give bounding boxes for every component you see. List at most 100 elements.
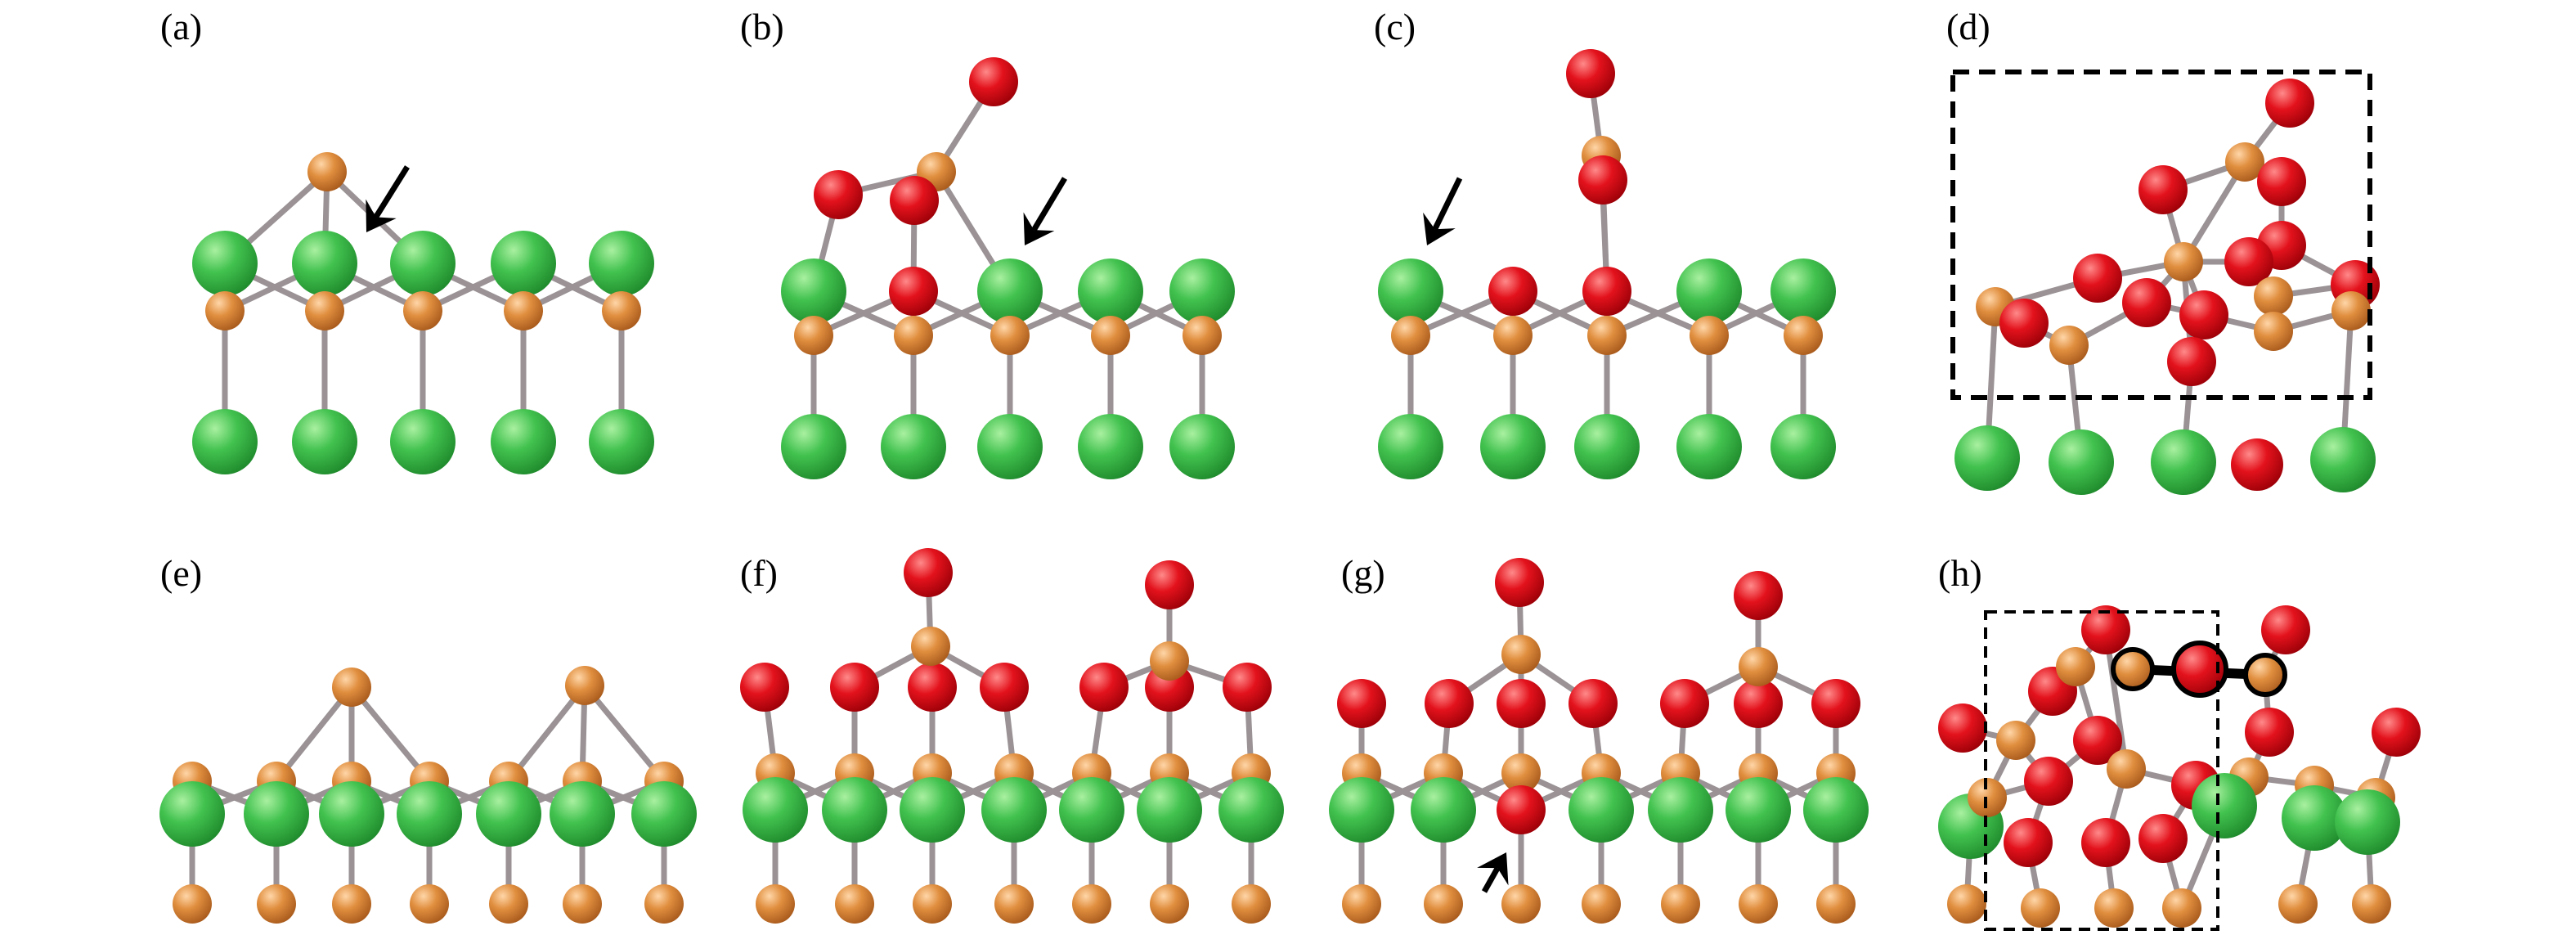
highlighted-atom (2243, 653, 2287, 697)
orange-atom (1150, 641, 1189, 681)
green-atom (1648, 777, 1713, 843)
panel-e-structure (159, 666, 697, 924)
orange-atom (1661, 884, 1700, 924)
orange-atom (2021, 888, 2060, 928)
red-atom (2024, 757, 2073, 806)
orange-atom (994, 884, 1034, 924)
bond-layer (761, 569, 1254, 907)
orange-atom (2278, 884, 2318, 924)
orange-atom (2254, 312, 2293, 351)
orange-atom (990, 316, 1030, 355)
green-atom (1480, 414, 1546, 479)
orange-atom (305, 291, 344, 330)
orange-atom (2107, 749, 2146, 789)
orange-atom (1582, 884, 1621, 924)
red-atom (1079, 663, 1129, 712)
red-atom (2245, 708, 2294, 757)
green-atom (631, 781, 697, 847)
orange-atom (1996, 721, 2035, 760)
green-atom (1378, 258, 1443, 324)
panel-label-c: (c) (1374, 6, 1416, 47)
arrow-shaft (373, 165, 410, 219)
orange-atom (894, 316, 933, 355)
red-atom (1223, 663, 1272, 712)
orange-atom (1587, 316, 1627, 355)
bond (581, 682, 667, 784)
bond-layer (1984, 100, 2358, 465)
red-atom (1566, 49, 1615, 98)
orange-atom (2162, 888, 2201, 928)
green-atom (981, 777, 1047, 843)
orange-atom (911, 627, 950, 666)
bond-layer (1358, 579, 1839, 907)
red-atom (2372, 708, 2421, 757)
green-atom (1137, 777, 1202, 843)
green-atom (192, 409, 258, 474)
red-atom (2138, 165, 2188, 214)
green-atom (900, 777, 965, 843)
orange-atom (1947, 884, 1986, 924)
red-atom (2081, 818, 2130, 867)
orange-atom (1342, 884, 1381, 924)
arrow-head-icon (1423, 212, 1456, 245)
bond (505, 682, 588, 784)
bond-layer (1407, 70, 1806, 450)
green-atom (743, 777, 808, 843)
red-atom (2257, 157, 2306, 206)
orange-atom (835, 884, 874, 924)
orange-atom (2094, 888, 2134, 928)
panel-f-structure (740, 548, 1284, 924)
atom-layer (740, 548, 1284, 924)
orange-atom (2331, 291, 2371, 330)
arrow-shaft (1432, 177, 1463, 231)
red-atom (1568, 679, 1618, 728)
orange-atom (205, 291, 245, 330)
orange-atom (403, 291, 442, 330)
green-atom (1329, 777, 1394, 843)
red-atom (740, 663, 789, 712)
green-atom (2335, 789, 2400, 855)
panel-label-g: (g) (1341, 552, 1385, 594)
panel-a-structure (192, 152, 654, 474)
red-atom (1145, 560, 1194, 609)
orange-atom (332, 884, 371, 924)
red-atom (814, 170, 863, 219)
orange-atom (489, 884, 528, 924)
arrow-shaft (1481, 866, 1501, 893)
green-atom (1676, 258, 1742, 324)
panel-h-structure (1938, 605, 2421, 931)
arrow-shaft (1031, 177, 1068, 232)
red-atom (2261, 605, 2310, 654)
red-atom (1497, 679, 1546, 728)
red-atom (1425, 679, 1474, 728)
orange-atom (565, 666, 604, 705)
green-atom (1218, 777, 1284, 843)
orange-atom (1816, 884, 1856, 924)
green-atom (881, 414, 946, 479)
green-atom (1078, 258, 1143, 324)
red-atom (1582, 267, 1631, 316)
red-atom (830, 663, 879, 712)
red-atom (1488, 267, 1537, 316)
red-atom (2224, 237, 2273, 286)
green-atom (1770, 258, 1836, 324)
green-atom (2282, 785, 2347, 851)
green-atom (1059, 777, 1124, 843)
bond (273, 684, 355, 784)
orange-atom (756, 884, 795, 924)
orange-atom (1183, 316, 1222, 355)
orange-atom (1501, 635, 1541, 674)
red-atom (890, 176, 939, 225)
atom-layer (1329, 558, 1869, 924)
green-atom (1574, 414, 1640, 479)
arrow-head-icon (1023, 212, 1055, 245)
red-atom (1578, 155, 1627, 205)
orange-atom (2049, 326, 2089, 365)
red-atom (1938, 703, 1987, 753)
atom-layer (781, 57, 1235, 479)
panel-label-f: (f) (740, 552, 778, 594)
orange-atom (1739, 647, 1778, 686)
green-atom (2192, 773, 2257, 838)
highlighted-atom (2111, 647, 2155, 691)
